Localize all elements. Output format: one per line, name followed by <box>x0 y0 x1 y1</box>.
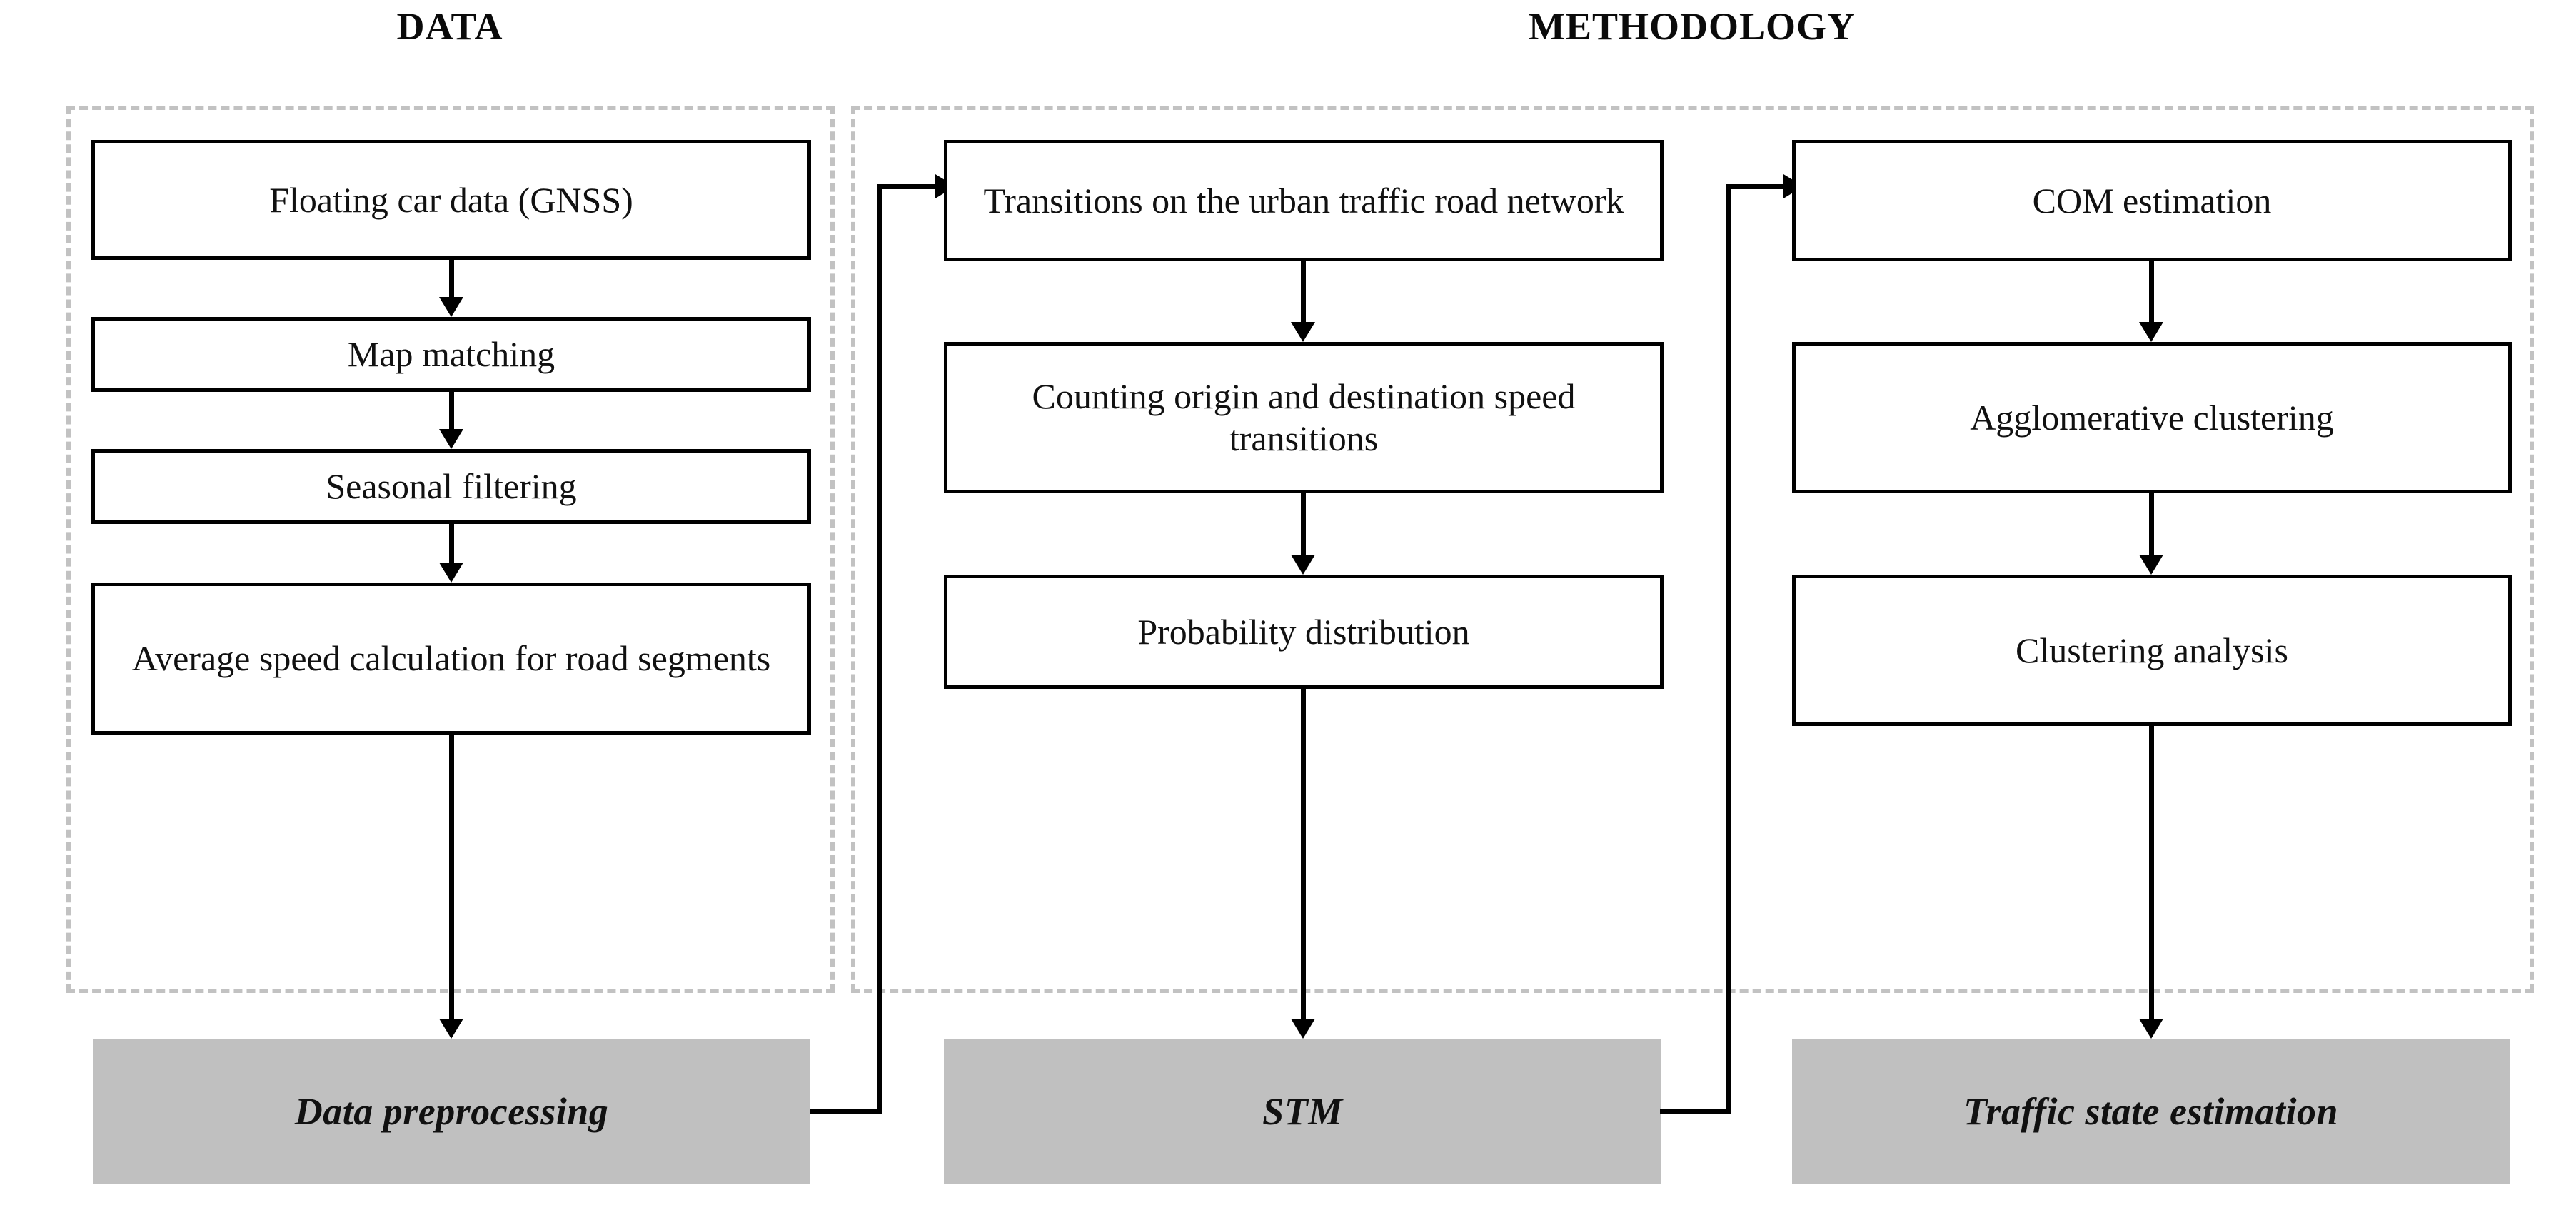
node-label: Probability distribution <box>1137 611 1470 652</box>
connector-line <box>1301 261 1306 322</box>
connector-line <box>2149 261 2154 322</box>
arrow-down-icon <box>1291 322 1315 342</box>
connector-line <box>877 184 940 189</box>
connector-line <box>1726 184 1731 1111</box>
node-probability-distribution[interactable]: Probability distribution <box>944 575 1664 689</box>
connector-line <box>1301 493 1306 555</box>
node-label: Map matching <box>347 334 555 374</box>
node-counting-origin-destination[interactable]: Counting origin and destination speed tr… <box>944 342 1664 493</box>
connector-line <box>810 1109 882 1114</box>
arrow-down-icon <box>2139 1019 2163 1039</box>
node-transitions-urban-traffic[interactable]: Transitions on the urban traffic road ne… <box>944 140 1664 261</box>
arrow-down-icon <box>439 1019 463 1039</box>
node-label: Seasonal filtering <box>326 466 577 506</box>
section-title-data: DATA <box>396 5 503 48</box>
connector-line <box>449 735 454 1019</box>
node-label: Average speed calculation for road segme… <box>131 638 771 678</box>
stage-box-traffic-state-estimation[interactable]: Traffic state estimation <box>1792 1039 2510 1184</box>
node-agglomerative-clustering[interactable]: Agglomerative clustering <box>1792 342 2512 493</box>
node-average-speed-calculation[interactable]: Average speed calculation for road segme… <box>91 583 811 735</box>
node-seasonal-filtering[interactable]: Seasonal filtering <box>91 449 811 524</box>
node-label: Counting origin and destination speed tr… <box>1032 376 1576 458</box>
node-floating-car-data[interactable]: Floating car data (GNSS) <box>91 140 811 260</box>
arrow-down-icon <box>1291 555 1315 575</box>
stage-label: STM <box>1262 1089 1343 1133</box>
connector-line <box>449 392 454 429</box>
node-clustering-analysis[interactable]: Clustering analysis <box>1792 575 2512 726</box>
arrow-down-icon <box>439 297 463 317</box>
connector-line <box>449 260 454 297</box>
node-label: Agglomerative clustering <box>1970 397 2334 438</box>
connector-line <box>1726 184 1788 189</box>
connector-line <box>1301 689 1306 1019</box>
node-label: Transitions on the urban traffic road ne… <box>983 180 1624 221</box>
stage-box-data-preprocessing[interactable]: Data preprocessing <box>93 1039 810 1184</box>
node-label: COM estimation <box>2032 180 2272 221</box>
stage-box-stm[interactable]: STM <box>944 1039 1661 1184</box>
connector-line <box>2149 726 2154 1019</box>
node-map-matching[interactable]: Map matching <box>91 317 811 392</box>
connector-line <box>1660 1109 1731 1114</box>
connector-line <box>2149 493 2154 555</box>
dashed-group-methodology <box>851 106 2534 993</box>
arrow-down-icon <box>2139 555 2163 575</box>
node-com-estimation[interactable]: COM estimation <box>1792 140 2512 261</box>
node-label: Clustering analysis <box>2016 630 2288 670</box>
connector-line <box>877 184 882 1111</box>
connector-line <box>449 524 454 563</box>
section-title-methodology: METHODOLOGY <box>1528 5 1856 48</box>
node-label: Floating car data (GNSS) <box>269 179 633 220</box>
arrow-down-icon <box>439 429 463 449</box>
stage-label: Data preprocessing <box>294 1089 609 1133</box>
arrow-down-icon <box>1291 1019 1315 1039</box>
arrow-down-icon <box>2139 322 2163 342</box>
arrow-down-icon <box>439 563 463 583</box>
stage-label: Traffic state estimation <box>1963 1089 2338 1133</box>
